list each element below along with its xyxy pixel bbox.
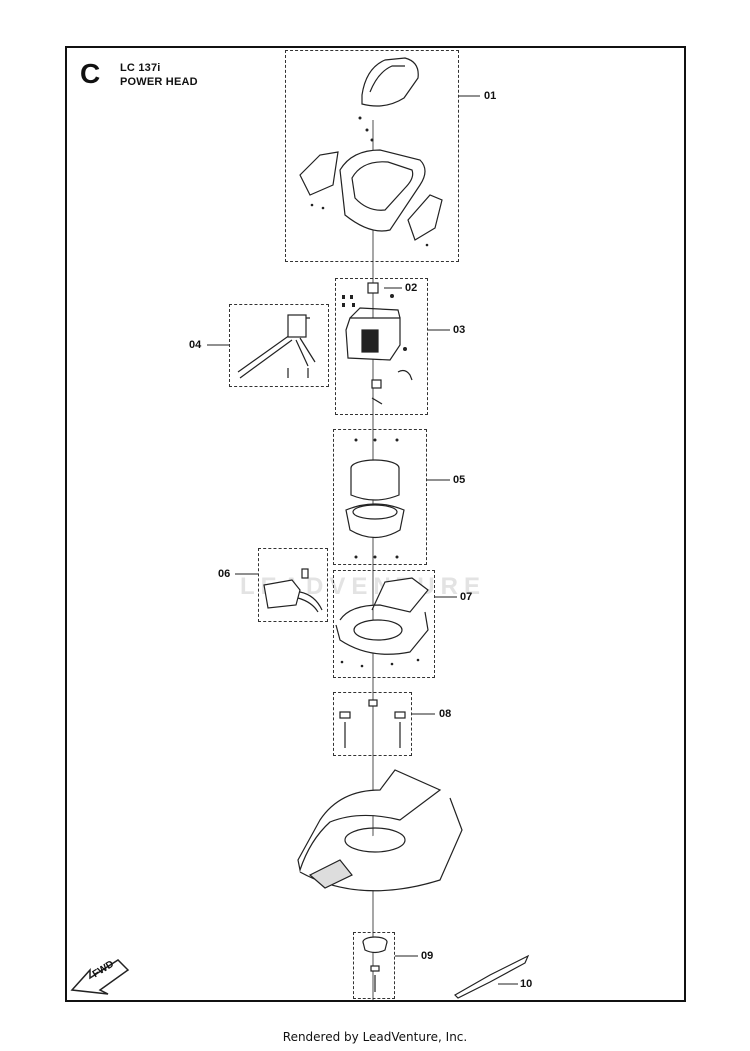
section-title: POWER HEAD (120, 76, 198, 88)
wiring-harness-part (237, 314, 316, 379)
section-letter: C (80, 58, 101, 89)
group-box-06 (258, 548, 328, 622)
mower-deck-part (297, 769, 463, 892)
callout-04: 04 (189, 339, 202, 351)
callout-06: 06 (218, 568, 231, 580)
group-box-03 (335, 278, 428, 415)
callout-07: 07 (460, 591, 473, 603)
diagram-frame (65, 46, 686, 1002)
callout-10: 10 (520, 978, 533, 990)
group-box-09 (353, 932, 395, 999)
motor-part (345, 459, 405, 539)
blade-part (454, 954, 530, 999)
group-box-08 (333, 692, 412, 756)
motor-cover-part (335, 577, 429, 655)
group-box-07 (333, 570, 435, 678)
group-box-04 (229, 304, 329, 387)
blade-adapter-part (362, 936, 388, 992)
mounting-hardware-part (339, 699, 406, 748)
group-box-01 (285, 50, 459, 262)
callout-01: 01 (484, 90, 497, 102)
callout-08: 08 (439, 708, 452, 720)
top-cover-part (299, 57, 443, 241)
group-box-05 (333, 429, 427, 565)
callout-03: 03 (453, 324, 466, 336)
model-name: LC 137i (120, 62, 161, 74)
forward-arrow-icon (70, 959, 130, 995)
callout-05: 05 (453, 474, 466, 486)
callout-02: 02 (405, 282, 418, 294)
footer-credit: Rendered by LeadVenture, Inc. (282, 1030, 468, 1044)
callout-09: 09 (421, 950, 434, 962)
control-module-part (263, 568, 323, 613)
motor-housing-part (345, 282, 413, 405)
